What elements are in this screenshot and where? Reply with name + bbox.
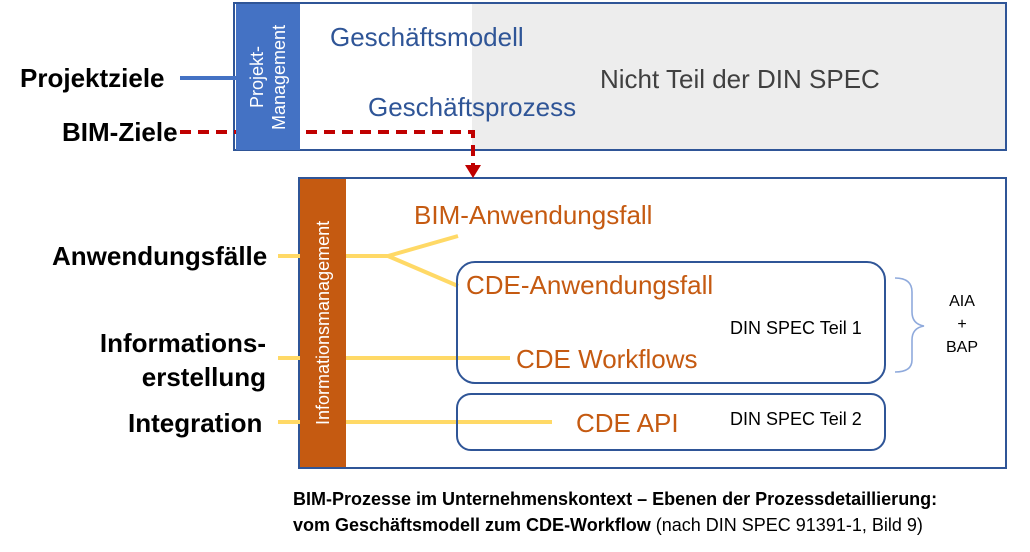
projektziele-label: Projektziele <box>20 63 165 93</box>
anwendungsfaelle-label: Anwendungsfälle <box>52 241 268 271</box>
figure-caption: BIM-Prozesse im Unternehmenskontext – Eb… <box>293 486 1023 538</box>
informationserstellung-line1: Informations- <box>99 328 266 358</box>
informationsmanagement-label: Informationsmanagement <box>313 220 333 426</box>
aia-label: AIA <box>949 293 975 310</box>
informationserstellung-line2: erstellung <box>141 362 266 392</box>
caption-line2-bold: vom Geschäftsmodell zum CDE-Workflow <box>293 515 651 535</box>
informationsmanagement-sidebar: Informationsmanagement <box>300 179 346 467</box>
cde-api-label: CDE API <box>576 408 679 438</box>
bottom-box-frame <box>298 177 1007 469</box>
caption-line2-normal: (nach DIN SPEC 91391-1, Bild 9) <box>650 515 923 535</box>
plus-label: + <box>957 316 967 333</box>
informationserstellung-label: Informations- erstellung <box>60 326 266 394</box>
bap-label: BAP <box>945 339 978 356</box>
branch-up-line <box>387 234 459 258</box>
projekt-management-line2: Management <box>269 24 289 130</box>
din-spec-teil-1-label: DIN SPEC Teil 1 <box>730 318 862 338</box>
top-box-grey-area <box>472 3 1006 150</box>
caption-line1: BIM-Prozesse im Unternehmenskontext – Eb… <box>293 489 938 509</box>
geschaeftsmodell-label: Geschäftsmodell <box>330 22 524 52</box>
din-spec-teil-2-box <box>456 393 886 451</box>
projekt-management-sidebar: Projekt- Management <box>236 4 300 150</box>
integration-label: Integration <box>128 408 263 438</box>
cde-anwendungsfall-label: CDE-Anwendungsfall <box>466 270 714 300</box>
din-spec-teil-1-box <box>456 261 886 384</box>
aia-bap-brace <box>894 277 925 373</box>
branch-down-line <box>387 254 459 288</box>
not-part-label: Nicht Teil der DIN SPEC <box>600 64 880 94</box>
bim-anwendungsfall-label: BIM-Anwendungsfall <box>414 200 653 230</box>
geschaeftsprozess-label: Geschäftsprozess <box>368 92 577 122</box>
projekt-management-label: Projekt- Management <box>236 4 300 150</box>
din-spec-teil-2-label: DIN SPEC Teil 2 <box>730 409 862 429</box>
bim-ziele-label: BIM-Ziele <box>62 117 178 147</box>
bim-ziele-arrowhead <box>465 165 481 178</box>
cde-workflows-label: CDE Workflows <box>516 344 698 374</box>
aia-bap-label: AIA + BAP <box>940 290 984 359</box>
projekt-management-line1: Projekt- <box>247 46 267 109</box>
